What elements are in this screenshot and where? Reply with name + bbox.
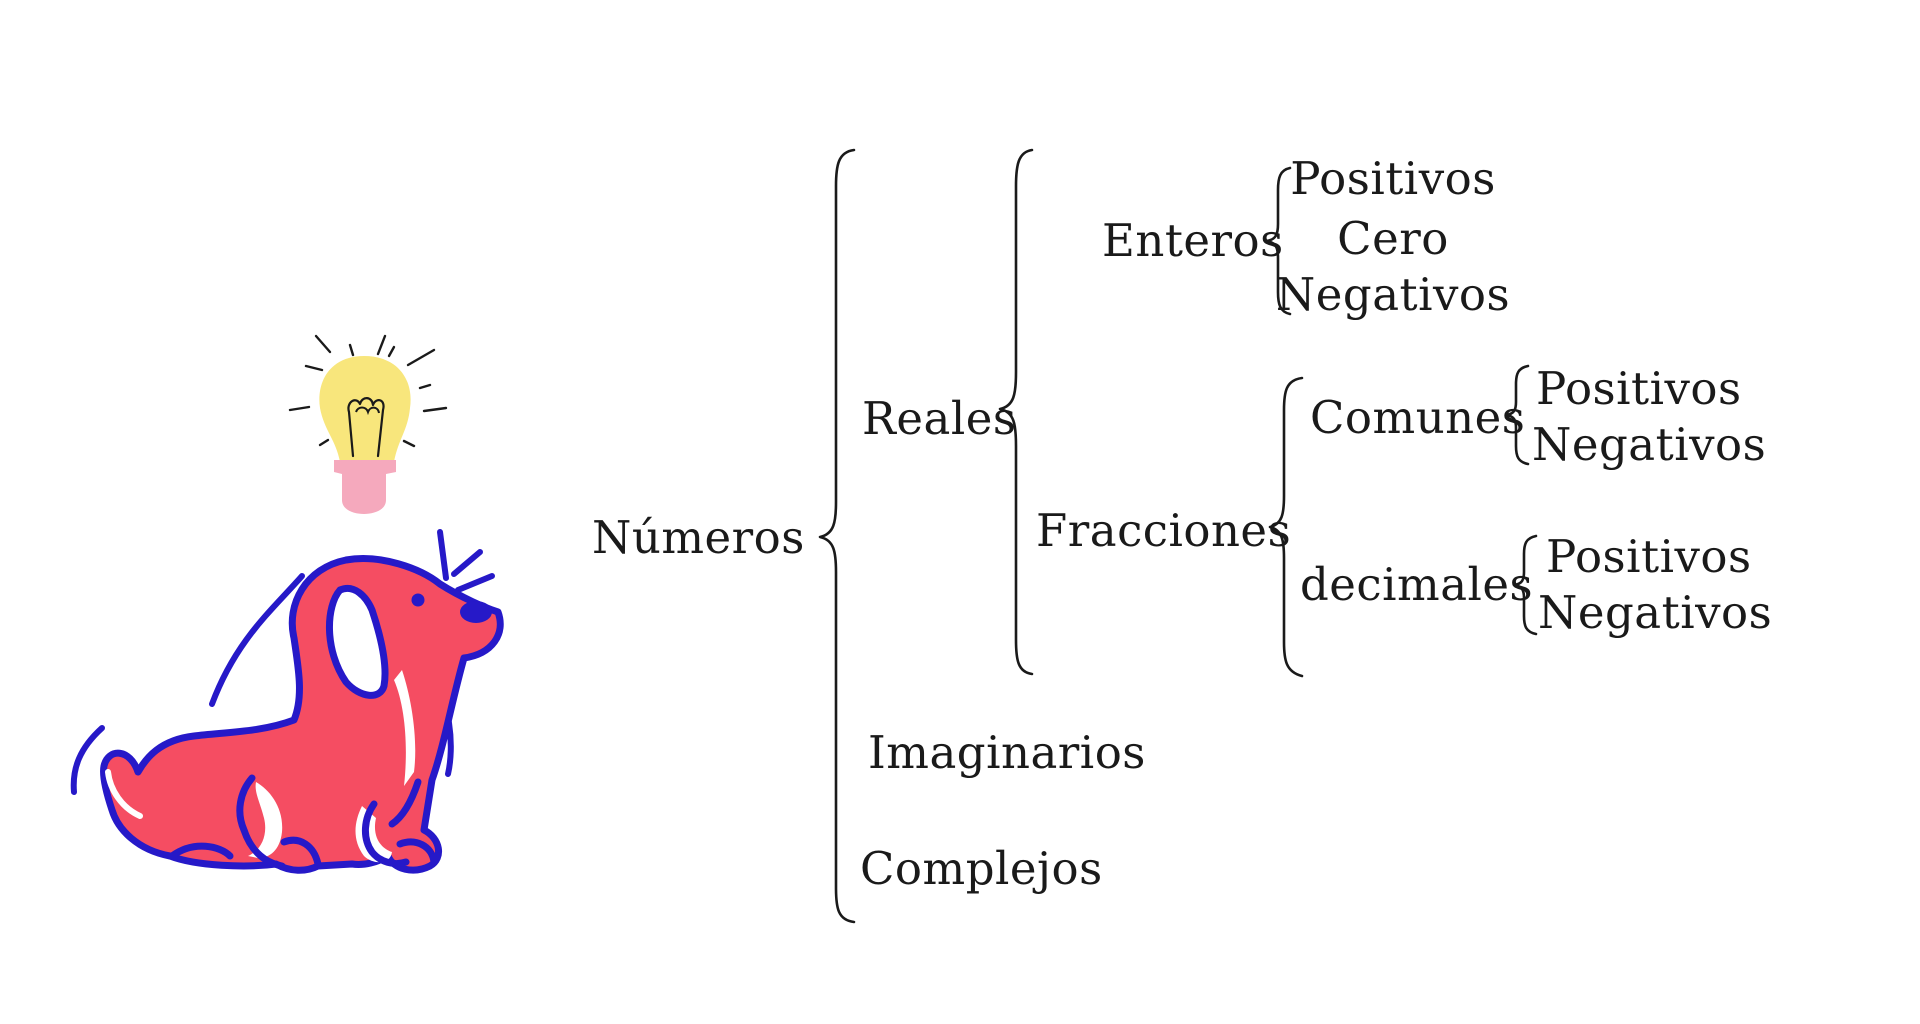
node-enteros: Enteros <box>1102 214 1284 267</box>
brace-enteros <box>1264 166 1292 316</box>
brace-decimales <box>1512 534 1538 636</box>
illustration <box>70 334 504 874</box>
dog-icon <box>70 529 504 874</box>
node-comunes-negativos: Negativos <box>1532 418 1767 471</box>
node-comunes-positivos: Positivos <box>1536 362 1742 415</box>
lightbulb-icon <box>288 334 448 514</box>
node-decimales-negativos: Negativos <box>1538 586 1773 639</box>
brace-reales <box>998 148 1034 676</box>
node-decimales-positivos: Positivos <box>1546 530 1752 583</box>
node-enteros-negativos: Negativos <box>1275 268 1511 321</box>
node-imaginarios: Imaginarios <box>868 726 1146 779</box>
brace-comunes <box>1504 364 1530 466</box>
brace-fracciones <box>1268 376 1304 678</box>
node-complejos: Complejos <box>860 842 1103 895</box>
node-decimales: decimales <box>1300 558 1534 611</box>
node-reales: Reales <box>862 392 1017 445</box>
node-fracciones: Fracciones <box>1036 504 1292 557</box>
brace-numeros <box>818 148 856 924</box>
node-comunes: Comunes <box>1310 391 1526 444</box>
node-numeros: Números <box>592 511 805 564</box>
node-enteros-positivos: Positivos <box>1290 152 1496 205</box>
node-enteros-cero: Cero <box>1337 212 1449 265</box>
